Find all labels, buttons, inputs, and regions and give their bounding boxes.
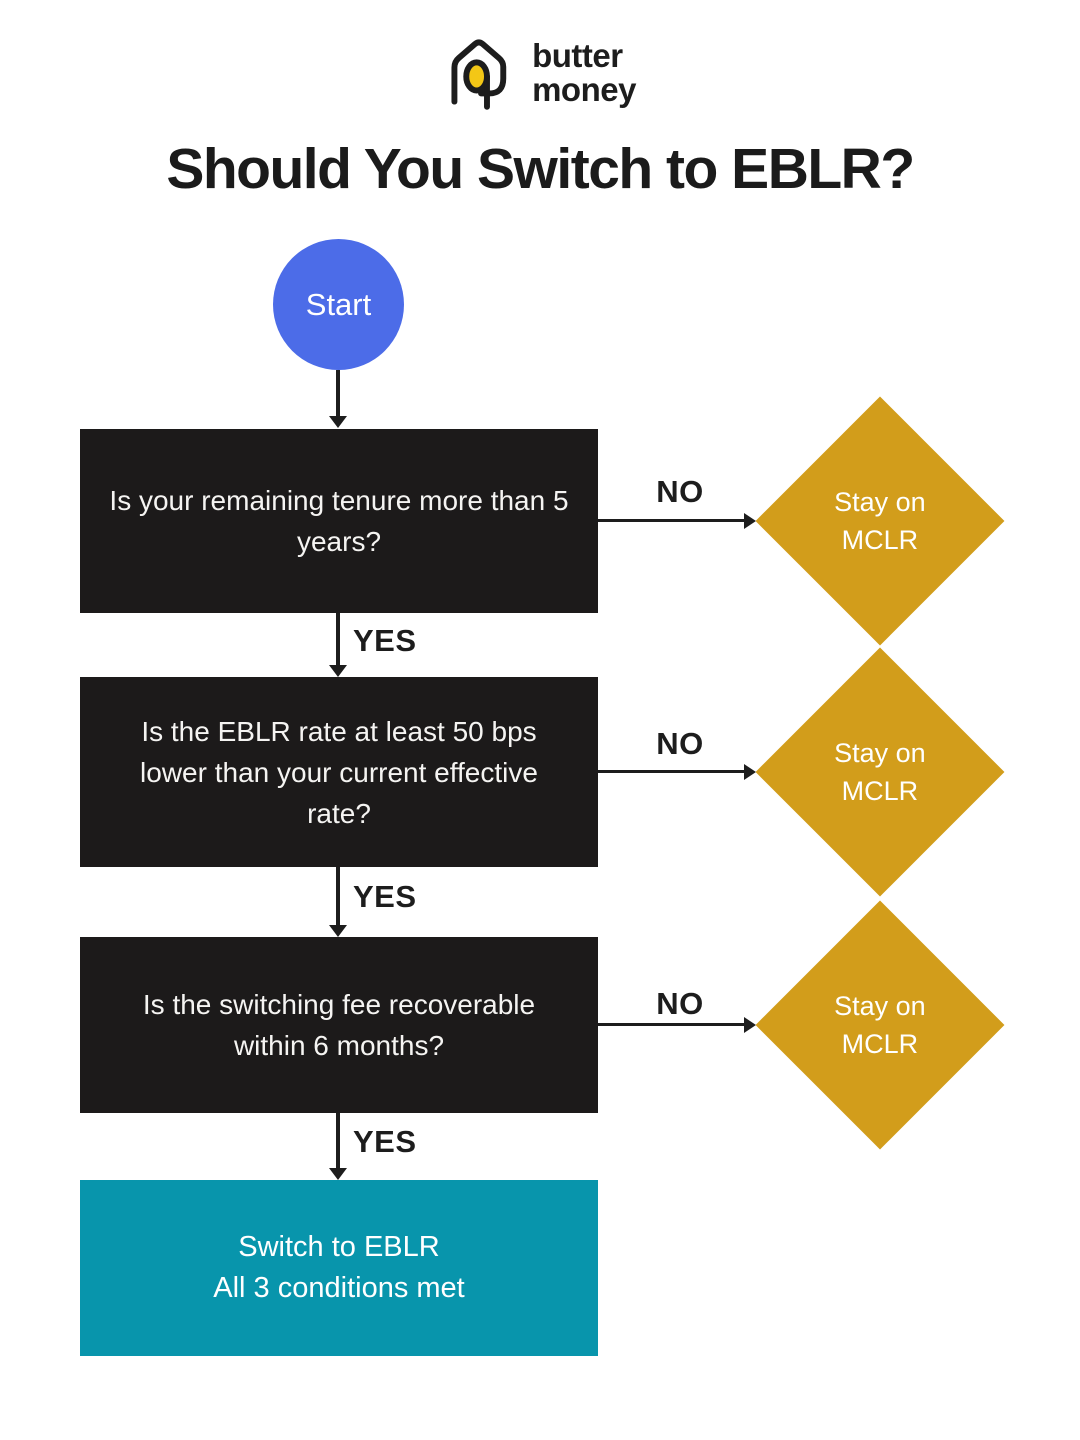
stay-on-mclr-diamond-3: Stay on MCLR (755, 900, 1005, 1150)
yes-label-1: YES (353, 623, 417, 658)
yes-label-2: YES (353, 879, 417, 914)
start-node: Start (273, 239, 404, 370)
no-label-2: NO (656, 726, 704, 761)
yes-label-3: YES (353, 1124, 417, 1159)
arrow-no-3 (598, 1023, 746, 1026)
stay-on-mclr-label-3: Stay on MCLR (834, 991, 926, 1059)
butter-money-house-egg-icon (451, 39, 507, 110)
stay-on-mclr-label-2: Stay on MCLR (834, 738, 926, 806)
question-box-2: Is the EBLR rate at least 50 bps lower t… (80, 677, 598, 867)
stay-on-mclr-label-1: Stay on MCLR (834, 487, 926, 555)
start-node-label: Start (305, 286, 372, 322)
arrow-start-to-question1 (336, 370, 340, 418)
question-2-text: Is the EBLR rate at least 50 bps lower t… (140, 715, 538, 829)
arrow-yes-1 (336, 613, 340, 667)
final-line-2: All 3 conditions met (213, 1272, 465, 1304)
no-label-3: NO (656, 986, 704, 1021)
stay-on-mclr-diamond-2: Stay on MCLR (755, 647, 1005, 897)
logo-word-butter: butter (532, 37, 623, 74)
page-title: Should You Switch to EBLR? (166, 137, 915, 201)
logo-wordmark: butter money (532, 33, 636, 107)
no-label-1: NO (656, 474, 704, 509)
question-box-3: Is the switching fee recoverable within … (80, 937, 598, 1113)
switch-to-eblr-box: Switch to EBLR All 3 conditions met (80, 1180, 598, 1356)
arrow-yes-3 (336, 1113, 340, 1170)
arrow-yes-2 (336, 867, 340, 927)
arrow-no-2 (598, 770, 746, 773)
arrow-no-1 (598, 519, 746, 522)
question-3-text: Is the switching fee recoverable within … (142, 989, 536, 1061)
question-1-text: Is your remaining tenure more than 5 yea… (109, 485, 569, 557)
stay-on-mclr-diamond-1: Stay on MCLR (755, 396, 1005, 646)
question-box-1: Is your remaining tenure more than 5 yea… (80, 429, 598, 613)
logo-word-money: money (532, 71, 636, 108)
butter-money-logo: butter money (444, 33, 636, 111)
final-line-1: Switch to EBLR (238, 1231, 440, 1263)
